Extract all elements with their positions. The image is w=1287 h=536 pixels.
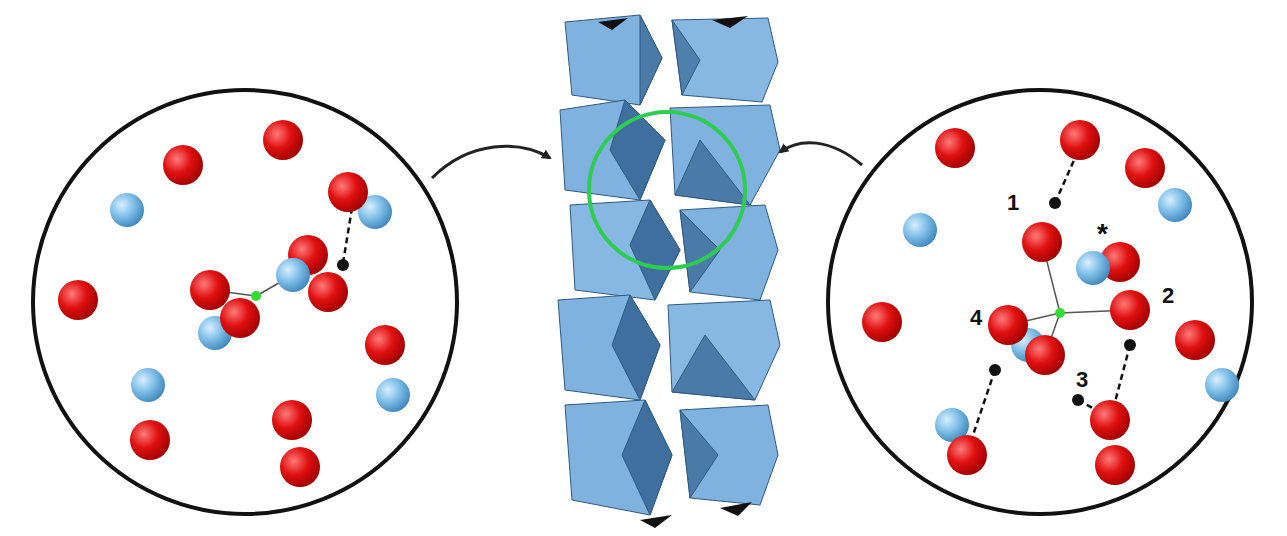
red-atom [1090,400,1130,440]
blue-atom [276,258,310,292]
red-atom [58,280,98,320]
hydrogen-atom [1124,339,1136,351]
highlight-circle [589,112,745,268]
red-atom [1125,148,1165,188]
red-atom [1095,445,1135,485]
polyhedron-face [630,200,680,300]
zoom-circle [33,90,457,514]
callout-number: 3 [1076,369,1088,391]
right-atoms [862,120,1239,485]
polyhedron-face [610,100,665,200]
polyhedron [565,400,672,515]
red-atom [862,302,902,342]
red-atom [988,305,1028,345]
red-atom [280,447,320,487]
blue-atom [131,368,165,402]
polyhedron [670,105,780,205]
red-atom [272,400,312,440]
red-atom [1022,222,1062,262]
callout-number: 2 [1162,285,1174,307]
polyhedron [672,18,778,102]
dark-triangle [720,502,752,516]
polyhedron [565,15,662,105]
red-atom [1025,335,1065,375]
hydrogen-atom [337,259,349,271]
blue-atom [1076,251,1110,285]
polyhedron-face [672,20,700,95]
polyhedron-face [622,400,672,515]
polyhedron-face [612,295,660,400]
red-atom [308,272,348,312]
red-atom [328,172,368,212]
dark-triangle [712,16,748,28]
zoom-arrow [780,143,862,165]
red-atom [220,298,260,338]
hydrogen-atom [1072,394,1084,406]
callout-number: * [1097,220,1108,248]
polyhedron [668,300,780,400]
red-atom [1110,290,1150,330]
polyhedron [558,295,660,400]
polyhedron-face [675,140,750,205]
blue-atom [376,378,410,412]
polyhedral-structure [558,15,780,528]
polyhedron [570,200,680,300]
red-atom [947,435,987,475]
zoom-arrow [432,146,550,178]
dark-triangle [640,515,672,528]
zoom-circle [828,90,1252,514]
red-atom [365,325,405,365]
hydrogen-bond [343,208,352,263]
polyhedron-face [640,15,662,105]
dark-triangle [598,18,628,30]
polyhedron-face [680,410,718,498]
hydrogen-bond [972,370,995,438]
hydrogen-atom [1049,197,1061,209]
polyhedron [680,405,778,505]
hydrogen-bond [1115,345,1130,402]
hydrogen-bond [1055,158,1075,203]
red-atom [1060,120,1100,160]
red-atom [935,128,975,168]
red-atom [163,145,203,185]
callout-number: 4 [970,307,982,329]
blue-atom [1205,368,1239,402]
red-atom [1175,320,1215,360]
green-atom [1055,308,1065,318]
blue-atom [110,193,144,227]
blue-atom [1158,188,1192,222]
hydrogen-atom [989,364,1001,376]
red-atom [130,420,170,460]
polyhedron-face [672,335,755,400]
callout-number: 1 [1007,192,1019,214]
red-atom [190,270,230,310]
blue-atom [903,213,937,247]
left-atoms [58,120,410,487]
polyhedron [680,205,778,300]
red-atom [263,120,303,160]
green-atom [251,291,261,301]
